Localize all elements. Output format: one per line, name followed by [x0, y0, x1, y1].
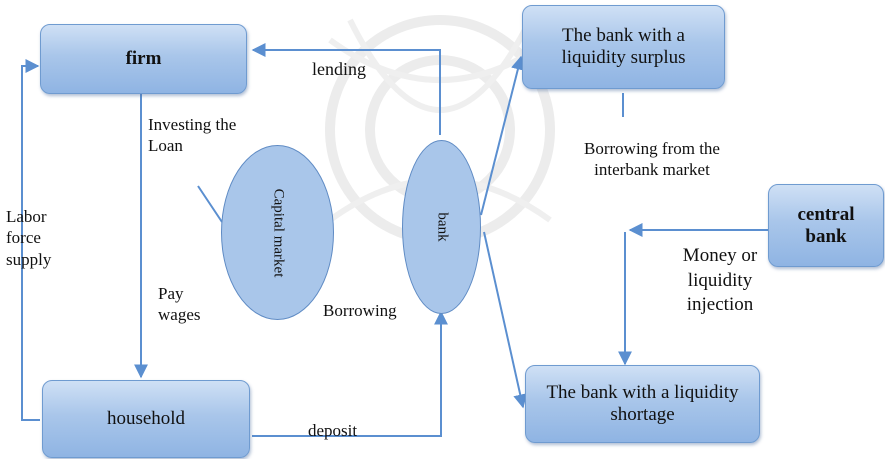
capital-market-oval: Capital market	[221, 145, 334, 320]
bank-shortage-box: The bank with a liquidity shortage	[525, 365, 760, 443]
bank-surplus-box: The bank with a liquidity surplus	[522, 5, 725, 89]
arrow-bank-shortage	[483, 231, 528, 409]
label-deposit: deposit	[308, 421, 358, 440]
label-money-injection: Money or liquidity injection	[682, 245, 758, 316]
bank-oval: bank	[402, 140, 481, 314]
bank-label: bank	[433, 212, 450, 242]
central-bank-box: central bank	[768, 184, 884, 267]
label-interbank: Borrowing from the interbank market	[584, 139, 720, 180]
label-pay-wages: Pay wages	[158, 284, 201, 325]
arrow-deposit	[252, 310, 448, 437]
household-box: household	[42, 380, 250, 458]
arrow-labor-supply	[21, 59, 40, 421]
capital-market-label: Capital market	[269, 188, 286, 277]
label-labor-force-supply: Labor force supply	[6, 207, 52, 269]
arrow-bank-surplus	[480, 55, 525, 216]
line-investing-loan	[197, 185, 223, 223]
label-borrowing: Borrowing	[323, 301, 397, 320]
firm-box: firm	[40, 24, 247, 94]
arrow-lending	[251, 43, 441, 135]
label-investing-loan: Investing the Loan	[148, 115, 237, 156]
label-lending: lending	[312, 59, 366, 79]
